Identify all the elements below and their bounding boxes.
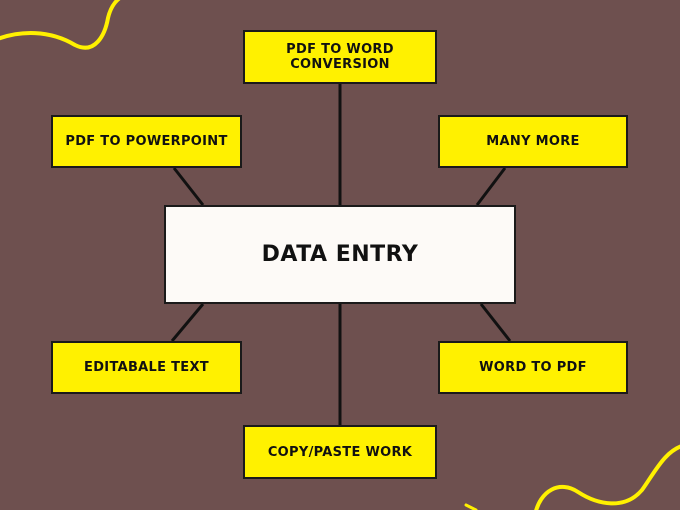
decorative-squiggle-bottom-mark bbox=[464, 503, 478, 510]
node-label: COPY/PASTE WORK bbox=[267, 444, 413, 460]
node-label: WORD TO PDF bbox=[479, 360, 587, 375]
connector-top-left bbox=[172, 167, 205, 206]
center-node-label: DATA ENTRY bbox=[261, 242, 419, 267]
node-label: PDF TO POWERPOINT bbox=[65, 134, 228, 149]
node-word-to-pdf: WORD TO PDF bbox=[438, 341, 628, 394]
node-label: EDITABALE TEXT bbox=[84, 360, 209, 375]
connector-bottom-left bbox=[170, 303, 205, 342]
connector-bottom-right bbox=[479, 303, 512, 342]
node-editable-text: EDITABALE TEXT bbox=[51, 341, 242, 394]
node-pdf-to-powerpoint: PDF TO POWERPOINT bbox=[51, 115, 242, 168]
node-many-more: MANY MORE bbox=[438, 115, 628, 168]
node-label: PDF TO WORD CONVERSION bbox=[286, 42, 394, 72]
decorative-squiggle-bottom-right bbox=[534, 444, 680, 510]
connector-top-right bbox=[475, 167, 507, 206]
node-pdf-to-word: PDF TO WORD CONVERSION bbox=[243, 30, 437, 84]
node-label: MANY MORE bbox=[486, 134, 580, 149]
decorative-squiggle-top-left bbox=[0, 0, 121, 50]
center-node: DATA ENTRY bbox=[164, 205, 516, 304]
node-copy-paste-work: COPY/PASTE WORK bbox=[243, 425, 437, 479]
